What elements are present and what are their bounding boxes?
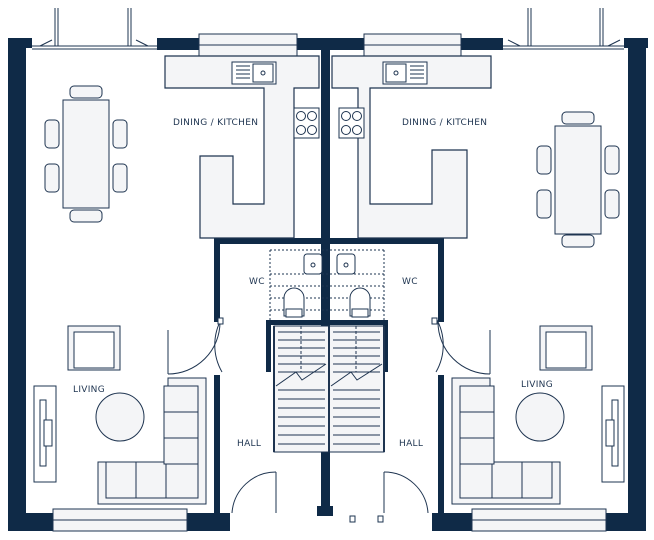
- basin-icon: [303, 253, 356, 275]
- patio-doors: [32, 8, 624, 50]
- armchair-icon: [67, 325, 593, 371]
- left-living-label: LIVING: [73, 385, 105, 395]
- walls: [8, 38, 648, 531]
- coffee-table-icon: [95, 392, 565, 442]
- left-hall-label: HALL: [237, 439, 261, 449]
- sofa-icon: [97, 377, 561, 505]
- windows: [52, 33, 607, 532]
- wc-fittings: [269, 249, 385, 320]
- staircase-icon: [273, 325, 385, 453]
- worktop-right: [331, 55, 492, 239]
- hob-icon: [293, 107, 365, 139]
- left-kitchen-label: DINING / KITCHEN: [173, 118, 258, 128]
- sink-icon: [231, 61, 428, 85]
- radiator-icon: [33, 385, 625, 483]
- dining-table-icon: [44, 85, 620, 248]
- right-living-label: LIVING: [521, 380, 553, 390]
- toilet-icon: [283, 287, 371, 318]
- right-hall-label: HALL: [399, 439, 423, 449]
- left-wc-label: WC: [249, 277, 265, 287]
- right-wc-label: WC: [402, 277, 418, 287]
- kitchen-worktops: [164, 55, 492, 239]
- door-icon: [167, 317, 491, 523]
- right-kitchen-label: DINING / KITCHEN: [402, 118, 487, 128]
- worktop-left: [164, 55, 320, 239]
